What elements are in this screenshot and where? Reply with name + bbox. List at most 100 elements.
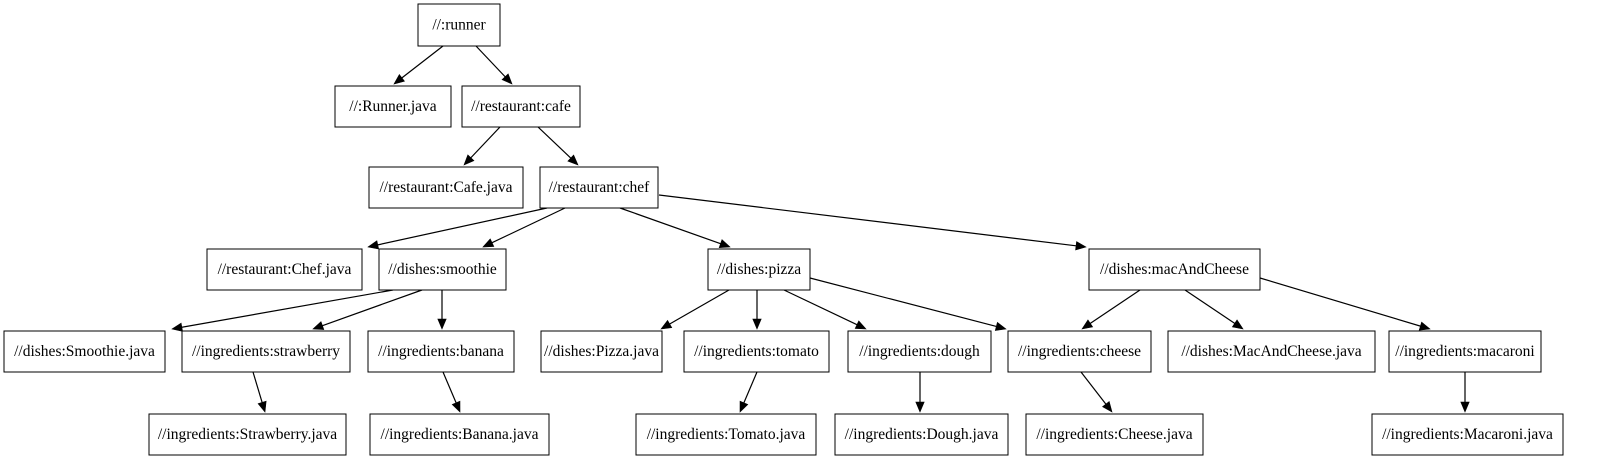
edge-line [442,371,457,404]
edge-dishes_smoothie-to-ing_strawberry [312,289,423,330]
node-macaroni_java[interactable]: //ingredients:Macaroni.java [1371,413,1564,456]
node-box[interactable] [539,166,659,209]
arrowhead-icon [171,322,183,332]
edge-dishes_smoothie-to-ing_banana [437,290,447,330]
edge-line [658,194,1077,247]
node-box[interactable] [707,248,811,291]
arrowhead-icon [1231,319,1244,330]
node-label: //dishes:macAndCheese [1100,261,1249,278]
edge-line [1089,289,1141,324]
edge-restaurant_chef-to-dishes_pizza [619,207,731,248]
edge-ing_tomato-to-tomato_java [739,371,758,413]
node-box[interactable] [834,413,1009,456]
node-label: //ingredients:Macaroni.java [1382,426,1553,443]
node-tomato_java[interactable]: //ingredients:Tomato.java [635,413,817,456]
node-label: //dishes:smoothie [388,261,497,278]
node-box[interactable] [3,330,166,373]
arrowhead-icon [463,154,475,166]
node-box[interactable] [683,330,830,373]
edge-dishes_pizza-to-pizza_java [660,289,730,330]
node-box[interactable] [369,413,550,456]
node-label: //restaurant:chef [549,179,651,196]
node-box[interactable] [206,248,363,291]
edge-restaurant_chef-to-chef_java [367,207,548,250]
node-ing_cheese[interactable]: //ingredients:cheese [1007,330,1152,373]
node-label: //restaurant:Cafe.java [380,179,513,196]
node-box[interactable] [635,413,817,456]
edges-layer [171,45,1470,413]
edge-ing_dough-to-dough_java [915,372,925,413]
edge-restaurant_chef-to-dishes_macandchee [658,194,1087,251]
node-restaurant_chef[interactable]: //restaurant:chef [539,166,659,209]
node-box[interactable] [1007,330,1152,373]
arrowhead-icon [393,74,405,85]
node-ing_macaroni[interactable]: //ingredients:macaroni [1388,330,1542,373]
node-box[interactable] [1025,413,1204,456]
edge-ing_strawberry-to-strawberry_java [252,371,267,413]
node-label: //ingredients:Banana.java [381,426,539,443]
arrowhead-icon [1102,401,1113,413]
node-dishes_macandchee[interactable]: //dishes:macAndCheese [1088,248,1261,291]
edge-dishes_pizza-to-ing_dough [783,289,867,330]
node-label: //dishes:MacAndCheese.java [1181,343,1361,360]
node-label: //ingredients:Cheese.java [1036,426,1192,443]
node-dishes_pizza[interactable]: //dishes:pizza [707,248,811,291]
node-box[interactable] [1088,248,1261,291]
arrowhead-icon [501,73,513,85]
edge-runner-to-runner_java [393,45,444,85]
node-label: //dishes:Pizza.java [544,343,659,360]
node-box[interactable] [847,330,992,373]
edge-ing_macaroni-to-macaroni_java [1460,372,1470,413]
node-label: //ingredients:cheese [1018,343,1141,360]
node-smoothie_java[interactable]: //dishes:Smoothie.java [3,330,166,373]
node-cheese_java[interactable]: //ingredients:Cheese.java [1025,413,1204,456]
node-chef_java[interactable]: //restaurant:Chef.java [206,248,363,291]
edge-line [475,45,506,78]
node-box[interactable] [334,85,452,128]
edge-line [1080,371,1107,405]
node-label: //ingredients:strawberry [192,343,340,360]
node-ing_tomato[interactable]: //ingredients:tomato [683,330,830,373]
edge-dishes_smoothie-to-smoothie_java [171,289,394,332]
node-box[interactable] [378,248,507,291]
node-strawberry_java[interactable]: //ingredients:Strawberry.java [148,413,347,456]
node-ing_dough[interactable]: //ingredients:dough [847,330,992,373]
node-box[interactable] [540,330,663,373]
node-runner_java[interactable]: //:Runner.java [334,85,452,128]
node-box[interactable] [1167,330,1376,373]
node-box[interactable] [417,3,501,47]
edge-line [537,126,572,159]
edge-line [491,207,566,244]
node-restaurant_cafe[interactable]: //restaurant:cafe [461,85,581,128]
arrowhead-icon [482,238,495,248]
node-box[interactable] [148,413,347,456]
edge-line [181,289,394,328]
arrowhead-icon [451,400,461,413]
node-macandcheese_java[interactable]: //dishes:MacAndCheese.java [1167,330,1376,373]
node-pizza_java[interactable]: //dishes:Pizza.java [540,330,663,373]
node-dough_java[interactable]: //ingredients:Dough.java [834,413,1009,456]
edge-dishes_pizza-to-ing_tomato [752,290,762,330]
node-ing_banana[interactable]: //ingredients:banana [367,330,515,373]
edge-line [669,289,730,325]
node-box[interactable] [181,330,351,373]
node-box[interactable] [461,85,581,128]
edge-line [470,126,501,159]
node-ing_strawberry[interactable]: //ingredients:strawberry [181,330,351,373]
node-box[interactable] [1371,413,1564,456]
node-box[interactable] [367,330,515,373]
node-label: //dishes:Smoothie.java [14,343,155,360]
node-runner[interactable]: //:runner [417,3,501,47]
edge-dishes_macandchee-to-ing_macaroni [1259,277,1431,331]
node-dishes_smoothie[interactable]: //dishes:smoothie [378,248,507,291]
node-box[interactable] [368,166,524,209]
node-banana_java[interactable]: //ingredients:Banana.java [369,413,550,456]
edge-restaurant_cafe-to-cafe_java [463,126,501,166]
node-cafe_java[interactable]: //restaurant:Cafe.java [368,166,524,209]
arrowhead-icon [1460,401,1470,413]
node-box[interactable] [1388,330,1542,373]
arrowhead-icon [752,318,762,330]
node-label: //restaurant:Chef.java [218,261,352,278]
